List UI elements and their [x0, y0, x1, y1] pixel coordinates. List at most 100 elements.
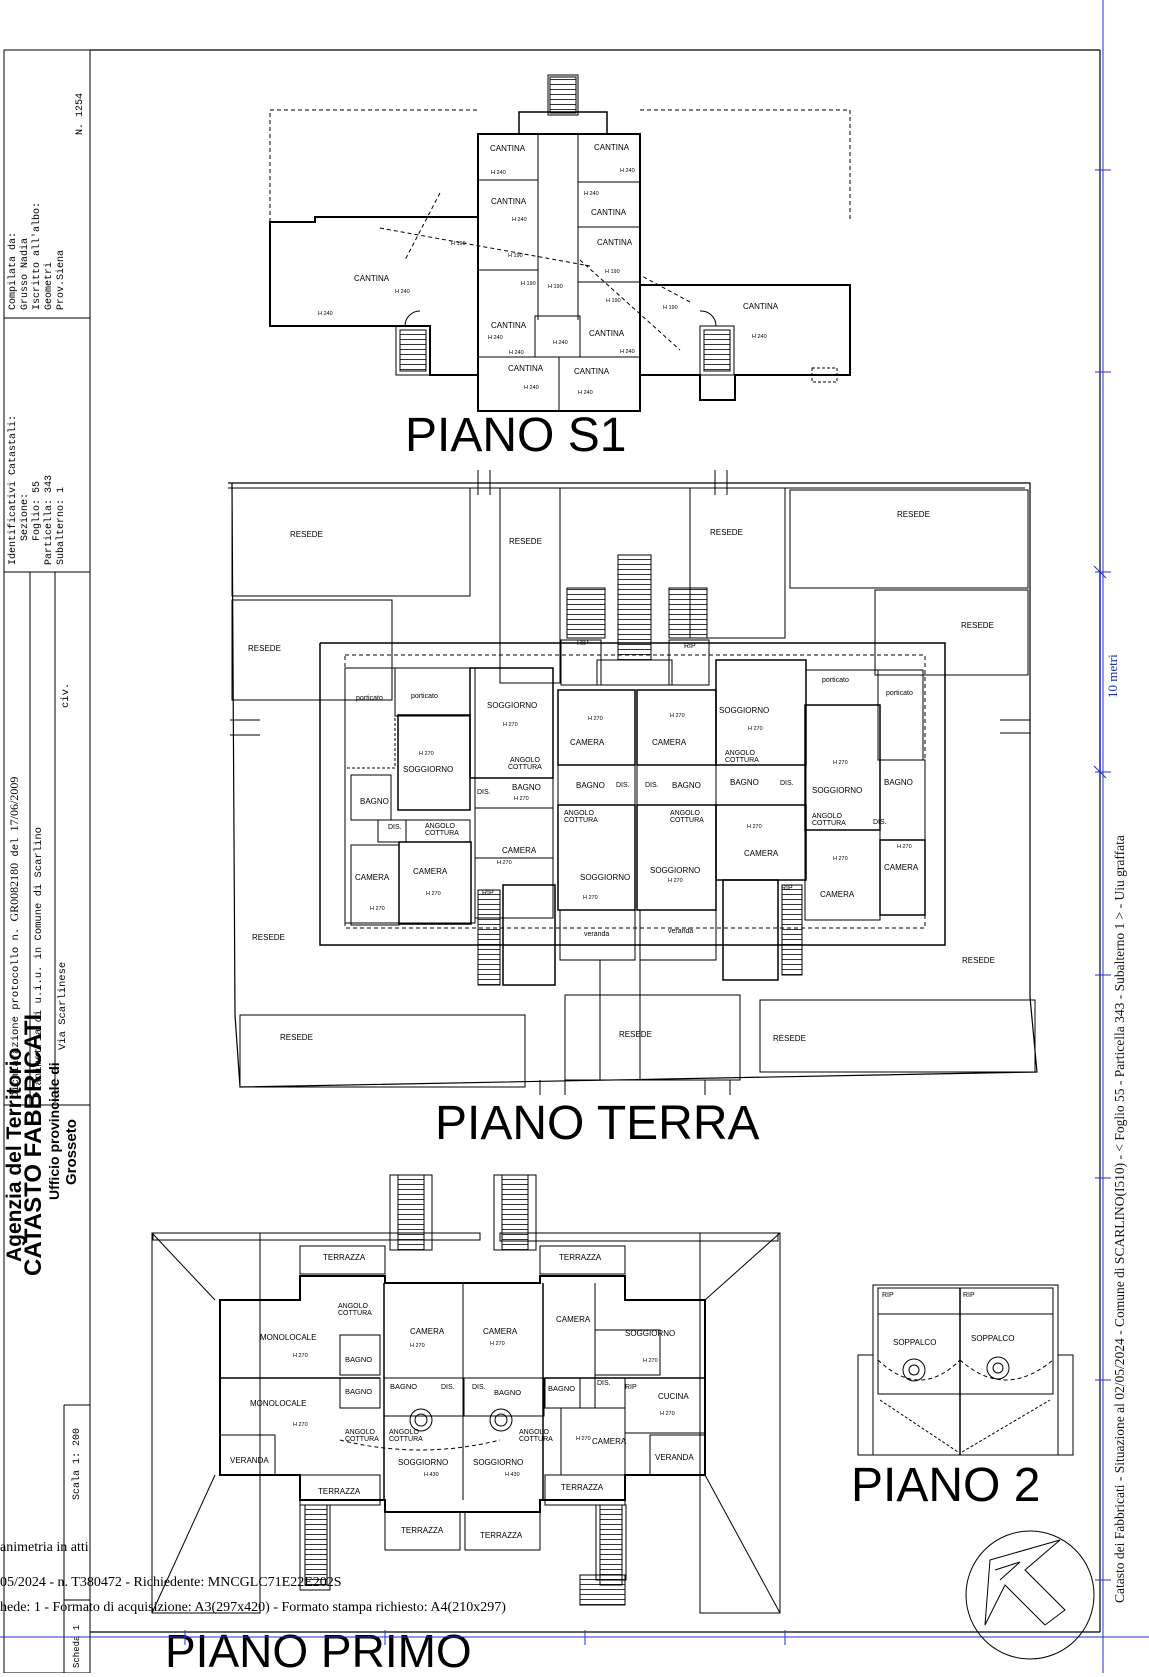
- room-label-terrazza: TERRAZZA: [401, 1526, 444, 1535]
- room-label-camera: CAMERA: [556, 1315, 591, 1324]
- room-label-camera: CAMERA: [410, 1327, 445, 1336]
- room-label-h240: H 240: [395, 289, 410, 295]
- room-label-h270: H 270: [490, 1341, 505, 1347]
- room-label-soggiorno: SOGGIORNO: [812, 786, 862, 795]
- room-label-resede: RESEDE: [252, 933, 285, 942]
- room-label-resede: RESEDE: [619, 1030, 652, 1039]
- room-label-rip: RIP: [577, 640, 589, 647]
- room-label-dis: DIS.: [388, 824, 402, 831]
- room-label-h190: H 190: [663, 305, 678, 311]
- room-label-dis: DIS.: [597, 1380, 611, 1387]
- secondo-labels: RIP RIP SOPPALCO SOPPALCO: [882, 1292, 1014, 1347]
- room-label-cottura: COTTURA: [564, 817, 598, 824]
- room-label-terrazza: TERRAZZA: [323, 1253, 366, 1262]
- room-label-terrazza: TERRAZZA: [559, 1253, 602, 1262]
- room-label-monolocale: MONOLOCALE: [260, 1333, 316, 1342]
- room-label-soggiorno: SOGGIORNO: [398, 1458, 448, 1467]
- room-label-cantina: CANTINA: [594, 143, 630, 152]
- room-label-angolo: ANGOLO: [345, 1429, 376, 1436]
- room-label-porticato: porticato: [822, 677, 849, 684]
- room-label-angolo: ANGOLO: [725, 750, 756, 757]
- room-label-angolo: ANGOLO: [812, 813, 843, 820]
- room-label-rip: RIP: [684, 643, 696, 650]
- room-label-bagno: BAGNO: [884, 778, 913, 787]
- room-label-h240: H 240: [509, 350, 524, 356]
- room-label-h190: H 190: [451, 241, 466, 247]
- room-label-h270: H 270: [747, 824, 762, 830]
- room-label-angolo: ANGOLO: [338, 1303, 369, 1310]
- room-label-camera: CAMERA: [413, 867, 448, 876]
- room-label-dis: DIS.: [616, 782, 630, 789]
- room-label-h270: H 270: [668, 878, 683, 884]
- room-label-h270: H 270: [426, 891, 441, 897]
- room-label-h270: H 270: [748, 726, 763, 732]
- room-label-h240: H 240: [524, 385, 539, 391]
- room-label-h430: H 430: [424, 1472, 439, 1478]
- room-label-cantina: CANTINA: [591, 208, 627, 217]
- room-label-bagno: BAGNO: [345, 1355, 372, 1364]
- room-label-h190: H 190: [605, 269, 620, 275]
- room-label-h270: H 270: [897, 844, 912, 850]
- room-label-soggiorno: SOGGIORNO: [650, 866, 700, 875]
- room-label-h270: H 270: [670, 713, 685, 719]
- room-label-bagno: BAGNO: [494, 1388, 521, 1397]
- room-label-h240: H 240: [512, 217, 527, 223]
- room-label-h270: H 270: [410, 1343, 425, 1349]
- room-label-h270: H 270: [370, 906, 385, 912]
- room-label-cantina: CANTINA: [508, 364, 544, 373]
- floor-title-s1: PIANO S1: [405, 409, 627, 462]
- room-label-veranda-caps: VERANDA: [230, 1456, 269, 1465]
- room-label-porticato: porticato: [886, 690, 913, 697]
- room-label-h270: H 270: [588, 716, 603, 722]
- room-label-camera: CAMERA: [744, 849, 779, 858]
- room-label-rip: RIP: [781, 885, 793, 892]
- room-label-h240: H 240: [553, 340, 568, 346]
- room-label-cantina: CANTINA: [491, 197, 527, 206]
- room-label-bagno: BAGNO: [390, 1382, 417, 1391]
- room-label-resede: RESEDE: [248, 644, 281, 653]
- room-label-camera: CAMERA: [502, 846, 537, 855]
- room-label-bagno: BAGNO: [672, 781, 701, 790]
- room-label-soppalco: SOPPALCO: [971, 1334, 1014, 1343]
- room-label-porticato: porticato: [411, 693, 438, 700]
- s1-labels: CANTINA H 240 CANTINA H 240 CANTINA H 24…: [318, 143, 779, 396]
- plan-secondo: [857, 1284, 1074, 1456]
- room-label-angolo: ANGOLO: [389, 1429, 420, 1436]
- room-label-cantina: CANTINA: [589, 329, 625, 338]
- room-label-angolo: ANGOLO: [670, 810, 701, 817]
- room-label-cottura: COTTURA: [812, 820, 846, 827]
- room-label-h240: H 240: [752, 334, 767, 340]
- room-label-dis: DIS.: [472, 1384, 486, 1391]
- room-label-rip: RIP: [625, 1384, 637, 1391]
- room-label-dis: DIS.: [477, 789, 491, 796]
- room-label-cantina: CANTINA: [574, 367, 610, 376]
- room-label-cantina: CANTINA: [491, 321, 527, 330]
- main-frame: [90, 49, 1101, 1633]
- room-label-bagno: BAGNO: [512, 783, 541, 792]
- room-label-bagno: BAGNO: [548, 1384, 575, 1393]
- room-label-h270: H 270: [293, 1422, 308, 1428]
- room-label-bagno: BAGNO: [345, 1387, 372, 1396]
- room-label-h190: H 190: [548, 284, 563, 290]
- room-label-soggiorno: SOGGIORNO: [625, 1329, 675, 1338]
- room-label-porticato: porticato: [356, 695, 383, 702]
- room-label-cottura: COTTURA: [670, 817, 704, 824]
- room-label-soggiorno: SOGGIORNO: [719, 706, 769, 715]
- room-label-h270: H 270: [576, 1436, 591, 1442]
- footer-line2: 05/2024 - n. T380472 - Richiedente: MNCG…: [0, 1575, 342, 1590]
- room-label-h270: H 270: [833, 856, 848, 862]
- room-label-camera: CAMERA: [820, 890, 855, 899]
- room-label-h240: H 240: [491, 170, 506, 176]
- room-label-cantina: CANTINA: [490, 144, 526, 153]
- room-label-cottura: COTTURA: [425, 830, 459, 837]
- room-label-h270: H 270: [643, 1358, 658, 1364]
- room-label-h190: H 190: [508, 253, 523, 259]
- room-label-h240: H 240: [578, 390, 593, 396]
- floor-title-2: PIANO 2: [851, 1459, 1041, 1512]
- room-label-h270: H 270: [497, 860, 512, 866]
- room-label-h270: H 270: [514, 796, 529, 802]
- room-label-resede: RESEDE: [897, 510, 930, 519]
- room-label-h240: H 240: [488, 335, 503, 341]
- room-label-bagno: BAGNO: [576, 781, 605, 790]
